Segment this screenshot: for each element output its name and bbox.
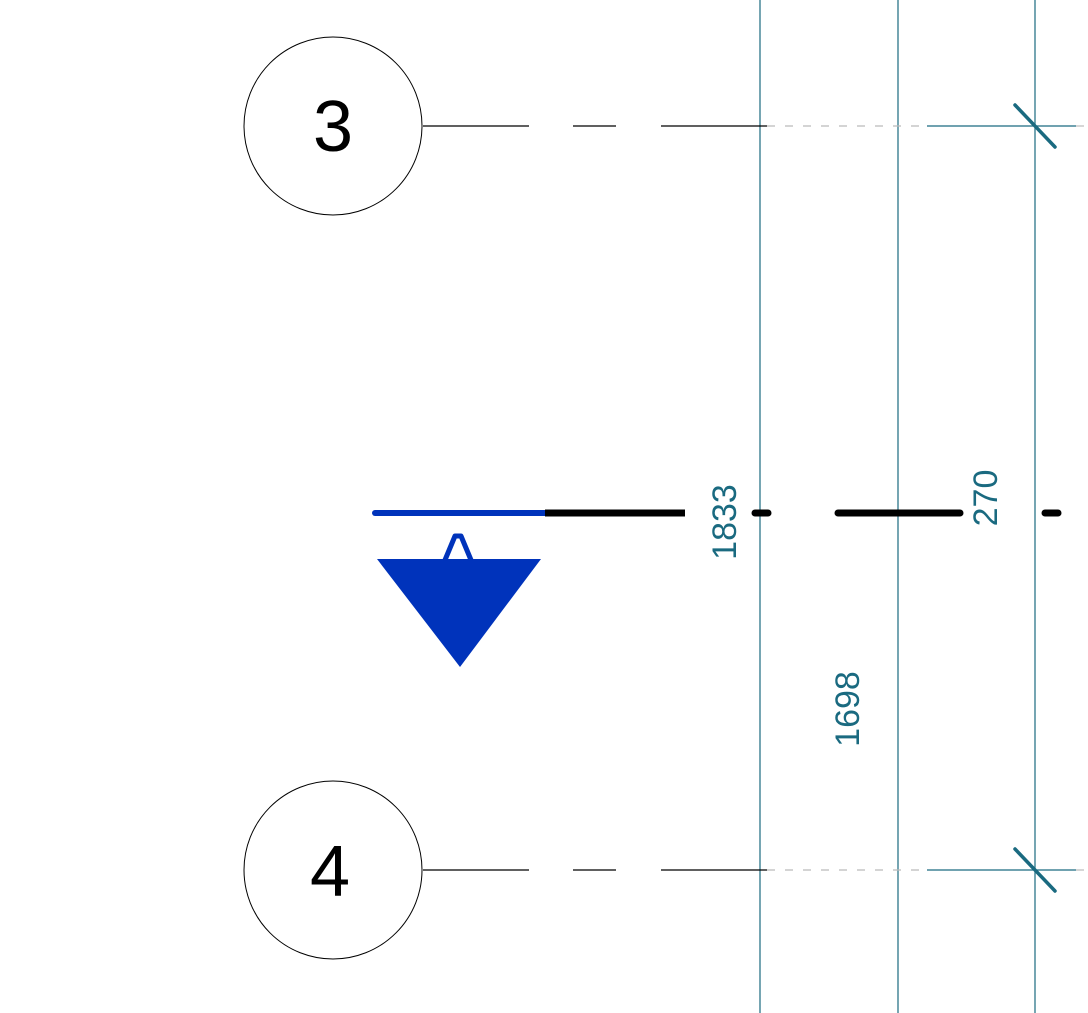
grid-line-4[interactable]: 4 (243, 780, 1088, 960)
section-head-marker[interactable] (377, 533, 541, 667)
grid-bubble-4[interactable] (243, 780, 423, 960)
grid-bubble-3[interactable] (243, 36, 423, 216)
section-caret-icon (442, 533, 474, 561)
grid-label-3: 3 (313, 87, 353, 167)
dimension-tick (1013, 103, 1057, 149)
grid-line-3[interactable]: 3 (243, 36, 1088, 216)
grid-label-4: 4 (310, 832, 350, 912)
dimension-1833[interactable]: 1833 (706, 484, 744, 560)
dimension-1698[interactable]: 1698 (829, 671, 867, 747)
dimension-tick (1013, 847, 1057, 893)
section-arrow-icon[interactable] (377, 559, 541, 667)
dimension-270[interactable]: 270 (967, 470, 1005, 527)
